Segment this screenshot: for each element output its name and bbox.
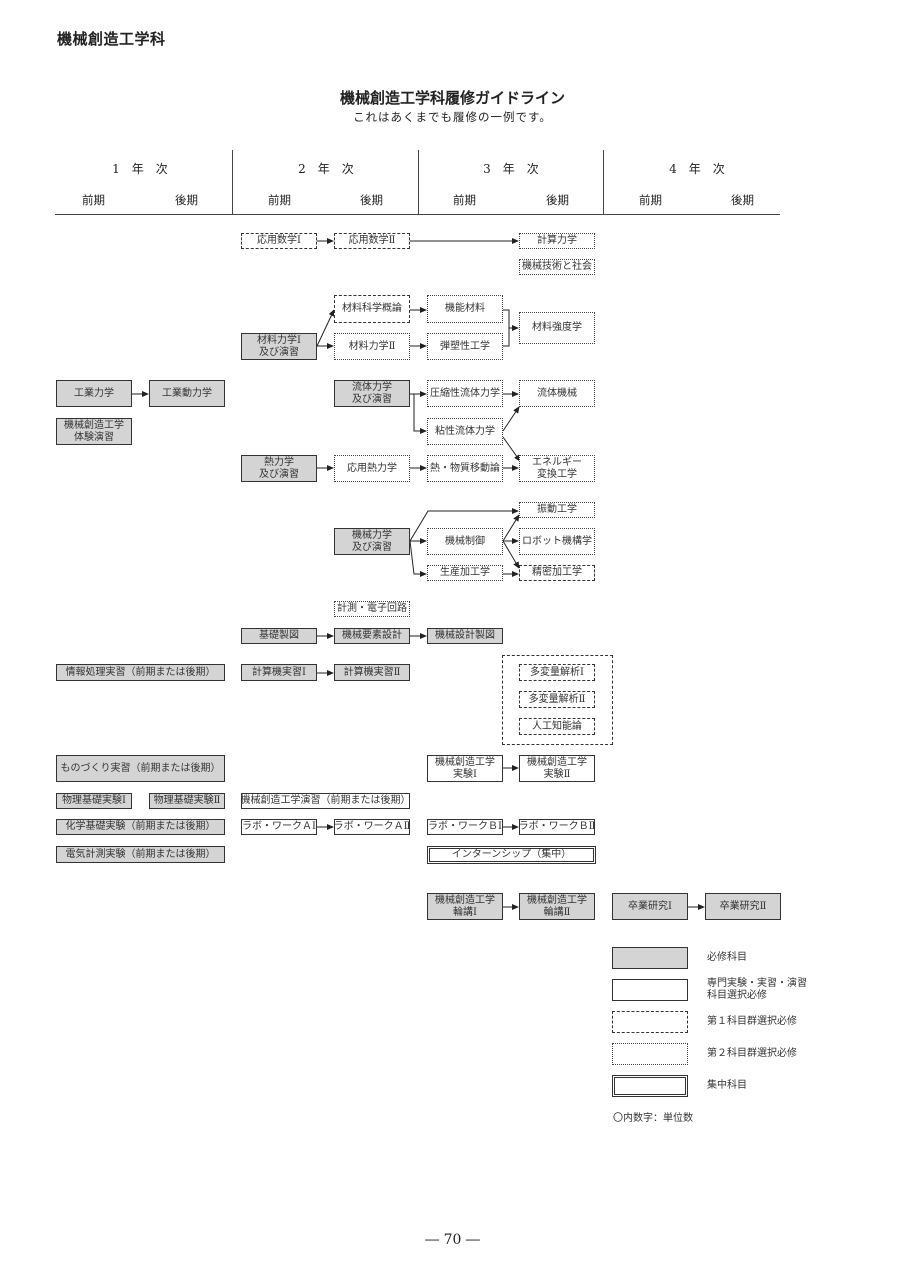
- course-applied-math-2: 応用数学Ⅱ: [334, 233, 410, 249]
- course-experiment-2: 機械創造工学実験Ⅱ: [519, 755, 595, 782]
- term-heading: 後期: [731, 193, 754, 207]
- course-precision-machining: 精密加工学: [519, 565, 595, 581]
- legend-label-group-1: 第１科目群選択必修: [707, 1016, 797, 1027]
- course-graduation-research-2: 卒業研究Ⅱ: [705, 893, 781, 920]
- course-fluid-mechanics: 流体力学及び演習: [334, 380, 410, 407]
- course-machine-dynamics: 機械力学及び演習: [334, 528, 410, 555]
- course-multivariate-analysis-1: 多変量解析Ⅰ: [519, 664, 595, 681]
- course-physics-lab-1: 物理基礎実験Ⅰ: [56, 793, 132, 809]
- course-applied-math-1: 応用数学Ⅰ: [241, 233, 317, 249]
- course-strength-of-materials: 材料強度学: [519, 312, 595, 344]
- department-header: 機械創造工学科: [57, 30, 166, 48]
- course-functional-materials: 機能材料: [427, 295, 503, 323]
- course-elastoplasticity: 弾塑性工学: [427, 333, 503, 360]
- legend-swatch-group-1: [612, 1011, 688, 1033]
- course-seminar-1: 機械創造工学輪講Ⅰ: [427, 893, 503, 920]
- legend-swatch-required: [612, 947, 688, 969]
- course-labwork-a1: ラボ・ワークＡⅠ: [241, 819, 317, 835]
- course-computational-mechanics: 計算力学: [519, 233, 595, 249]
- legend-label-required: 必修科目: [707, 952, 747, 963]
- year-divider: [418, 150, 419, 215]
- course-machine-design-drafting: 機械設計製図: [427, 628, 503, 644]
- legend-label-group-2: 第２科目群選択必修: [707, 1048, 797, 1059]
- course-heat-mass-transfer: 熱・物質移動論: [427, 455, 503, 482]
- course-viscous-fluid: 粘性流体力学: [427, 418, 503, 445]
- course-artificial-intelligence: 人工知能論: [519, 718, 595, 735]
- page-title: 機械創造工学科履修ガイドライン: [339, 89, 565, 107]
- page-subtitle: これはあくまでも履修の一例です。: [353, 110, 552, 124]
- course-basic-drafting: 基礎製図: [241, 628, 317, 644]
- legend-swatch-elective: [612, 979, 688, 1001]
- course-production-processing: 生産加工学: [427, 565, 503, 581]
- year-3-heading: 3 年 次: [483, 162, 539, 176]
- course-experiment-1: 機械創造工学実験Ⅰ: [427, 755, 503, 782]
- legend-label-intensive: 集中科目: [707, 1080, 747, 1091]
- term-heading: 後期: [546, 193, 569, 207]
- legend-swatch-intensive: [612, 1075, 688, 1097]
- page-number: ― 70 ―: [425, 1232, 480, 1248]
- term-heading: 後期: [360, 193, 383, 207]
- course-labwork-b2: ラボ・ワークＢⅡ: [519, 819, 595, 835]
- course-computer-practice-2: 計算機実習Ⅱ: [334, 664, 410, 681]
- year-4-heading: 4 年 次: [669, 162, 725, 176]
- course-monozukuri-practice: ものづくり実習（前期または後期）: [56, 755, 225, 782]
- course-machine-element-design: 機械要素設計: [334, 628, 410, 644]
- course-thermodynamics: 熱力学及び演習: [241, 455, 317, 482]
- elective-group-1-frame: [502, 655, 613, 745]
- course-mechanics-of-materials-2: 材料力学Ⅱ: [334, 333, 410, 360]
- course-robot-mechanisms: ロボット機構学: [519, 528, 595, 555]
- legend-swatch-group-2: [612, 1043, 688, 1065]
- course-labwork-b1: ラボ・ワークＢⅠ: [427, 819, 503, 835]
- course-computer-practice-1: 計算機実習Ⅰ: [241, 664, 317, 681]
- course-electrical-measurement-lab: 電気計測実験（前期または後期）: [56, 846, 225, 863]
- course-compressible-fluid: 圧縮性流体力学: [427, 380, 503, 407]
- course-vibration-engineering: 振動工学: [519, 502, 595, 518]
- course-measurement-electronics: 計測・電子回路: [334, 601, 410, 617]
- course-engineering-dynamics: 工業動力学: [149, 380, 225, 407]
- term-heading: 前期: [639, 193, 662, 207]
- term-heading: 前期: [453, 193, 476, 207]
- course-graduation-research-1: 卒業研究Ⅰ: [612, 893, 688, 920]
- header-rule: [55, 214, 780, 215]
- year-2-heading: 2 年 次: [298, 162, 354, 176]
- course-machine-control: 機械制御: [427, 528, 503, 555]
- course-information-processing: 情報処理実習（前期または後期）: [56, 664, 225, 681]
- course-internship: インターンシップ（集中）: [427, 846, 596, 864]
- course-physics-lab-2: 物理基礎実験Ⅱ: [149, 793, 225, 809]
- course-chemistry-lab: 化学基礎実験（前期または後期）: [56, 819, 225, 835]
- course-technology-and-society: 機械技術と社会: [519, 259, 595, 275]
- year-divider: [603, 150, 604, 215]
- year-divider: [232, 150, 233, 215]
- course-labwork-a2: ラボ・ワークＡⅡ: [334, 819, 410, 835]
- course-creative-experience: 機械創造工学体験演習: [56, 418, 132, 445]
- course-materials-science-intro: 材料科学概論: [334, 295, 410, 323]
- term-heading: 後期: [175, 193, 198, 207]
- term-heading: 前期: [268, 193, 291, 207]
- year-1-heading: 1 年 次: [112, 162, 168, 176]
- course-seminar-2: 機械創造工学輪講Ⅱ: [519, 893, 595, 920]
- term-heading: 前期: [82, 193, 105, 207]
- course-energy-conversion: エネルギー変換工学: [519, 455, 595, 482]
- legend-label-elective: 専門実験・実習・演習科目選択必修: [707, 978, 807, 1001]
- course-applied-thermodynamics: 応用熱力学: [334, 455, 410, 482]
- course-creative-engineering-exercise: 機械創造工学演習（前期または後期）: [241, 793, 411, 809]
- course-multivariate-analysis-2: 多変量解析Ⅱ: [519, 691, 595, 708]
- credit-note: 〇内数字：単位数: [613, 1113, 693, 1124]
- course-engineering-mechanics: 工業力学: [56, 380, 132, 407]
- course-fluid-machinery: 流体機械: [519, 380, 595, 407]
